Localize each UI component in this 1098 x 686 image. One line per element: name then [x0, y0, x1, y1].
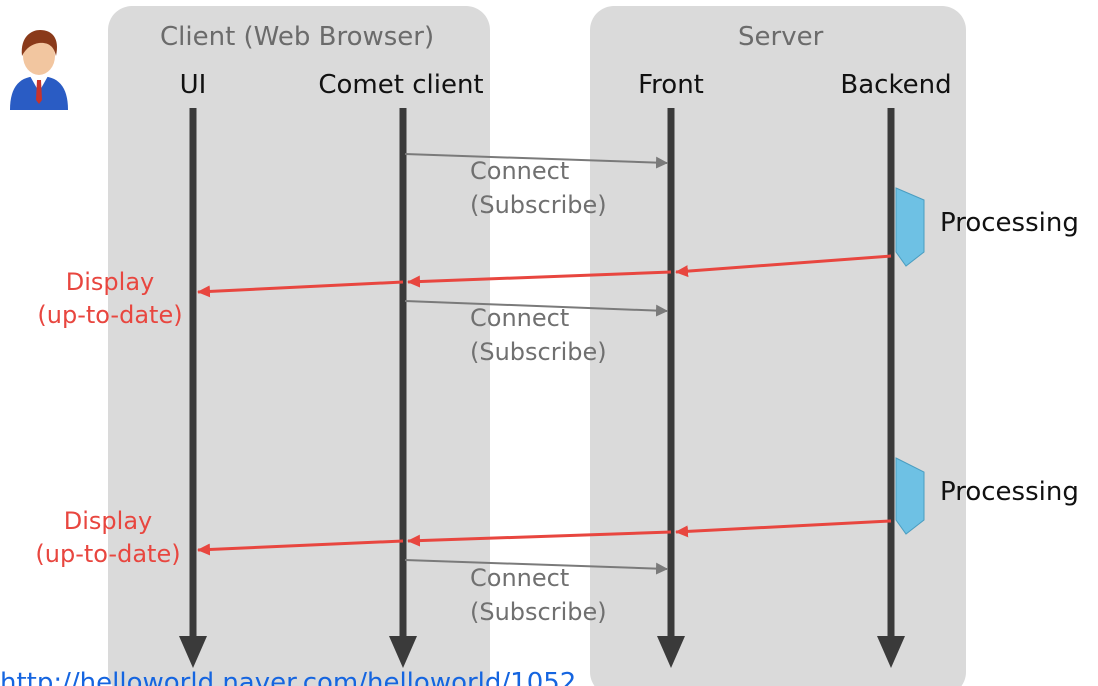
lifeline-ui: [179, 108, 207, 668]
connect-label-3: Connect (Subscribe): [470, 561, 607, 629]
push-arrow-backend-front-1: [675, 254, 892, 278]
user-avatar-icon: [10, 30, 68, 110]
processing-marker-2: [895, 457, 925, 535]
server-group-title: Server: [738, 22, 824, 52]
up-to-date-label-line: (up-to-date): [37, 301, 183, 329]
lane-label-comet-client: Comet client: [318, 70, 484, 100]
up-to-date-label-line: (up-to-date): [35, 540, 181, 568]
client-group-title: Client (Web Browser): [160, 22, 435, 52]
lifeline-comet-client: [389, 108, 417, 668]
connect-arrow-3: [404, 559, 668, 575]
push-arrow-backend-front-2: [675, 519, 892, 538]
lane-label-front: Front: [638, 70, 704, 100]
connect-label-line: Connect: [470, 304, 570, 332]
push-arrow-front-comet-2: [407, 530, 672, 547]
source-link[interactable]: http://helloworld.naver.com/helloworld/1…: [0, 668, 577, 686]
lifeline-front: [657, 108, 685, 668]
connect-label-2: Connect (Subscribe): [470, 301, 607, 369]
connect-label-line: Connect: [470, 157, 570, 185]
lane-label-ui: UI: [179, 70, 207, 100]
push-arrow-comet-ui-2: [197, 539, 404, 556]
client-panel: [108, 6, 490, 686]
server-panel: [590, 6, 966, 686]
connect-label-line: Connect: [470, 564, 570, 592]
display-label-1: Display (up-to-date): [20, 266, 200, 332]
lane-label-backend: Backend: [840, 70, 952, 100]
processing-label-1: Processing: [940, 208, 1079, 238]
display-label-line: Display: [63, 507, 153, 535]
subscribe-label-line: (Subscribe): [470, 191, 607, 219]
processing-marker-1: [895, 187, 925, 267]
connect-arrow-1: [404, 153, 668, 169]
connect-label-1: Connect (Subscribe): [470, 154, 607, 222]
push-arrow-comet-ui-1: [197, 280, 404, 298]
subscribe-label-line: (Subscribe): [470, 598, 607, 626]
processing-label-2: Processing: [940, 477, 1079, 507]
lifeline-backend: [877, 108, 905, 668]
connect-arrow-2: [404, 300, 668, 317]
display-label-line: Display: [65, 268, 155, 296]
display-label-2: Display (up-to-date): [18, 505, 198, 571]
subscribe-label-line: (Subscribe): [470, 338, 607, 366]
push-arrow-front-comet-1: [407, 270, 672, 288]
